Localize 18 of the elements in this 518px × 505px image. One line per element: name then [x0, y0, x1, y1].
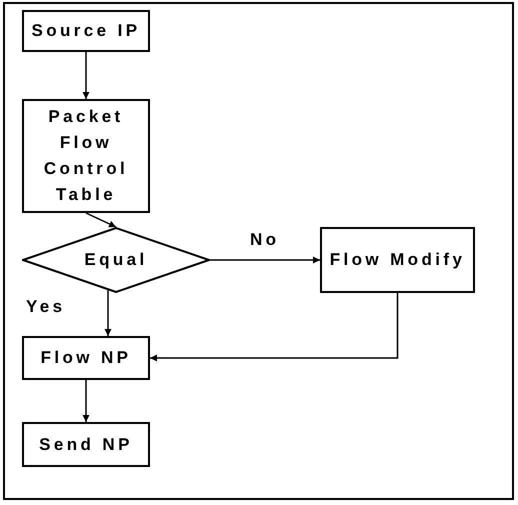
node-label: Send NP	[39, 434, 133, 456]
node-label: Equal	[84, 249, 148, 271]
process-box	[22, 99, 150, 213]
arrow	[82, 380, 90, 422]
process-box	[22, 10, 150, 52]
process-box	[22, 422, 150, 467]
decision-diamond	[22, 227, 210, 293]
process-box	[22, 336, 150, 380]
arrow	[104, 290, 112, 336]
arrow	[210, 256, 320, 264]
node-label: Source IP	[31, 20, 141, 42]
node-label: Packet Flow Control Table	[42, 106, 130, 206]
arrow	[82, 52, 90, 99]
arrow	[86, 212, 116, 228]
node-label: Flow Modify	[330, 249, 466, 271]
arrow	[150, 293, 398, 362]
node-label: Flow NP	[40, 347, 132, 369]
process-box	[320, 227, 475, 293]
